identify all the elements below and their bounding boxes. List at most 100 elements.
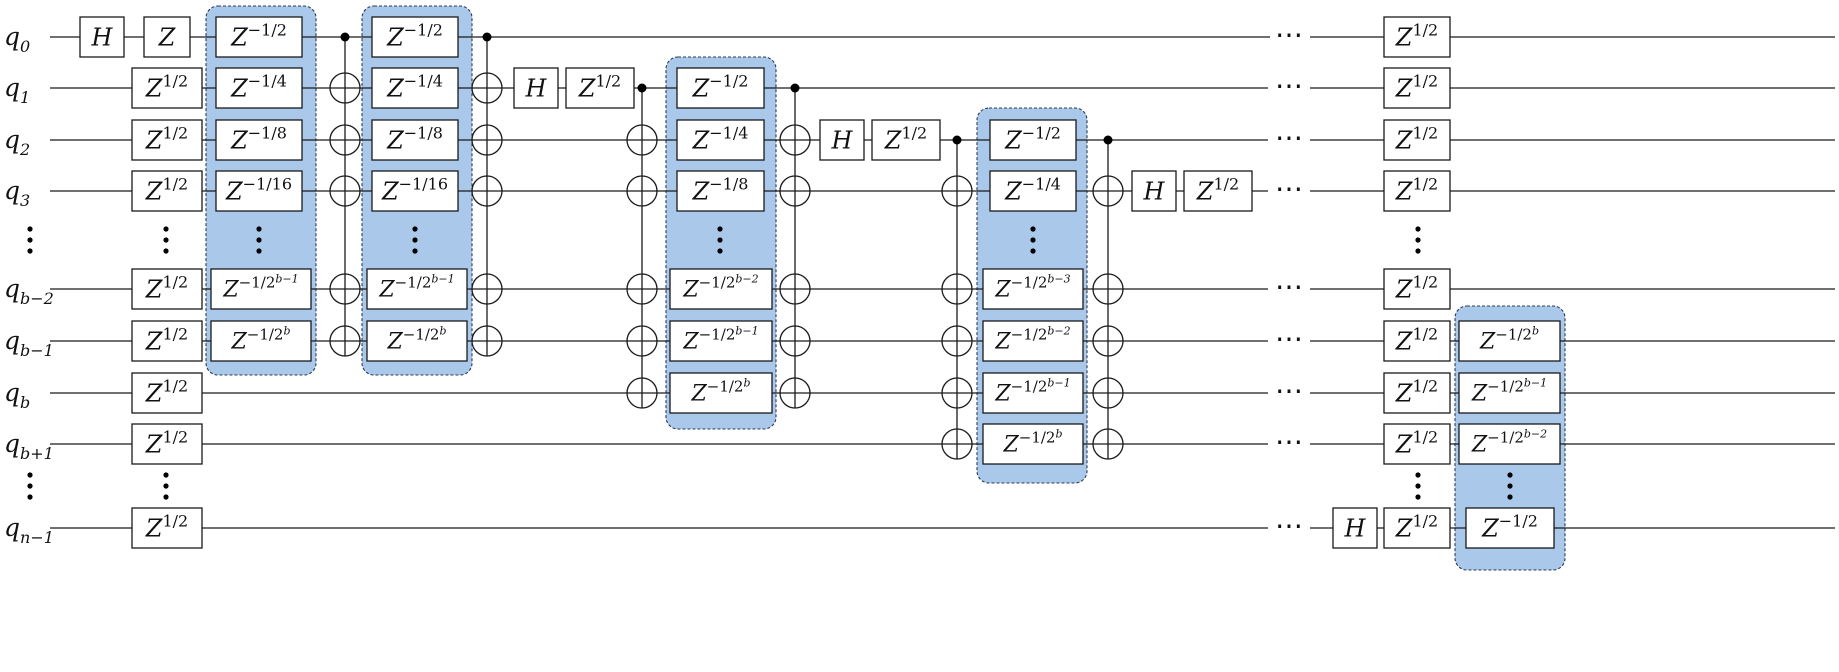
qubit-label: qb−2 [4,274,54,308]
gate-box [676,119,765,161]
control-dot [952,135,962,145]
gate-label: Z1/2 [1395,272,1438,303]
gate-box [982,372,1084,414]
gate-box [676,67,765,109]
gate-label: H [91,23,114,51]
gate-label: Z−1/16 [381,174,448,205]
gate-label: H [1344,514,1367,542]
gate-box [1458,320,1561,362]
gate-label: H [1143,177,1166,205]
gate-box [565,67,635,109]
gate-label: Z1/2 [1395,324,1438,355]
gate-label: Z−1/2b [690,377,750,407]
gate-label: Z−1/8 [692,174,749,205]
vertical-ellipsis [163,226,169,254]
gate-box [79,16,125,58]
gate-label: H [831,126,854,154]
gate-label: Z−1/2b−1 [1471,377,1547,407]
gate-box [1383,170,1451,212]
gate-box [215,67,303,109]
gate-label: Z−1/2b−1 [222,273,298,303]
vertical-ellipsis [256,226,262,254]
horizontal-ellipsis: ⋯ [1275,18,1303,51]
qubit-label: q1 [4,73,30,107]
gate-box [131,67,203,109]
gate-box [669,320,773,362]
gate-box [1183,170,1253,212]
gate-label: H [525,74,548,102]
control-dot [1103,135,1113,145]
gate-box [366,320,468,362]
gate-label: Z1/2 [1395,71,1438,102]
qubit-label: q2 [4,125,30,159]
gate-box [131,507,203,549]
qubit-label: q3 [4,176,30,210]
gate-box [131,372,203,414]
gate-box [215,119,303,161]
control-dot [340,32,350,42]
gate-label: Z1/2 [1395,123,1438,154]
control-dot [790,83,800,93]
gate-label: Z−1/2b [1002,428,1062,458]
gate-box [513,67,559,109]
gate-box [982,423,1084,465]
gate-box [210,268,312,310]
gate-label: Z−1/2b−2 [682,273,758,303]
gate-label: Z1/2 [884,123,927,154]
gate-box [1383,507,1451,549]
gate-label: Z−1/4 [386,71,443,102]
gate-box [371,119,459,161]
qubit-wire-layer [50,36,1835,529]
gate-label: Z−1/2 [1481,511,1538,542]
gate-box [131,170,203,212]
horizontal-ellipsis: ⋯ [1275,509,1303,542]
gate-label: Z−1/2b [386,325,446,355]
gate-label: Z1/2 [145,427,188,458]
gate-box [1332,507,1378,549]
ellipsis-layer: ⋯⋯⋯⋯⋯⋯⋯⋯⋯ [27,18,1513,542]
qubit-label: qb−1 [4,326,54,360]
gate-label: Z−1/8 [386,123,443,154]
gate-label: Z−1/2 [230,20,287,51]
gate-label: Z−1/4 [692,123,749,154]
gate-box [819,119,865,161]
gate-box [1383,423,1451,465]
gate-label: Z−1/2b−1 [378,273,454,303]
gate-label: Z−1/8 [230,123,287,154]
vertical-ellipsis [717,226,723,254]
gate-label: Z1/2 [145,272,188,303]
horizontal-ellipsis: ⋯ [1275,374,1303,407]
gate-box [669,372,773,414]
gate-box [1465,507,1555,549]
gate-label: Z−1/4 [230,71,287,102]
gate-label: Z1/2 [145,123,188,154]
gate-box [143,16,191,58]
gate-box [1131,170,1177,212]
gate-label: Z−1/2b [230,325,290,355]
gate-label: Z1/2 [145,324,188,355]
controlled-gate-layer [329,32,1124,460]
gate-label: Z1/2 [145,511,188,542]
vertical-ellipsis [1415,472,1421,500]
gate-box [131,423,203,465]
control-dot [482,32,492,42]
gate-box [215,16,303,58]
gate-label: Z1/2 [1395,427,1438,458]
gate-box [1383,67,1451,109]
gate-box [131,119,203,161]
gate-label: Z1/2 [1395,20,1438,51]
horizontal-ellipsis: ⋯ [1275,270,1303,303]
gate-label: Z1/2 [1395,376,1438,407]
qubit-label: qb [4,378,30,412]
vertical-ellipsis [1030,226,1036,254]
gate-box [371,170,459,212]
gate-box [1458,372,1561,414]
gate-box [366,268,468,310]
gate-label: Z1/2 [578,71,621,102]
gate-box [676,170,765,212]
gate-box [1383,320,1451,362]
gate-box [371,67,459,109]
control-dot [637,83,647,93]
gate-box [1383,119,1451,161]
